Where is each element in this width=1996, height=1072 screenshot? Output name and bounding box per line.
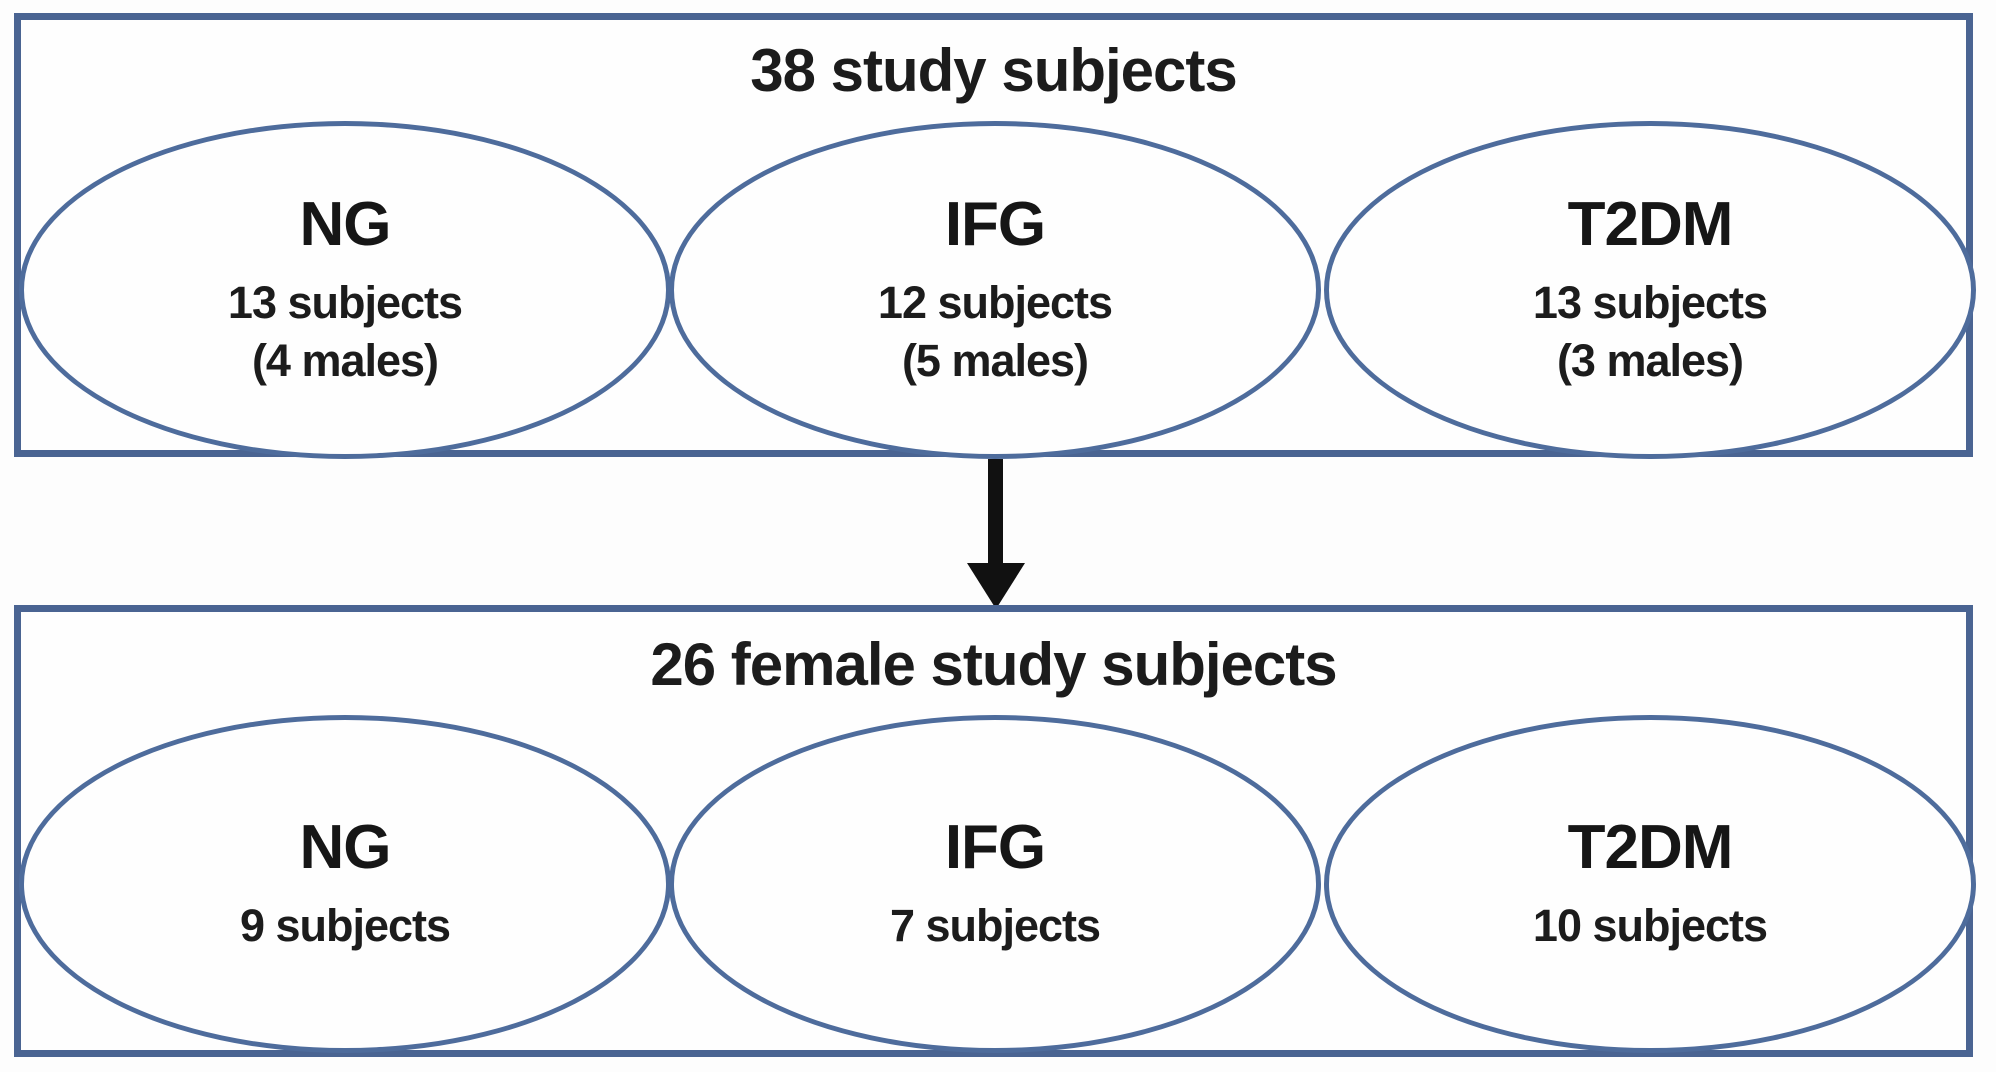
top-ng-ellipse: NG 13 subjects (4 males) (19, 121, 671, 459)
bottom-t2dm-label: T2DM (1567, 813, 1734, 882)
bottom-ng-count: 9 subjects (239, 900, 451, 951)
top-ng-label: NG (299, 190, 392, 259)
top-t2dm-males: (3 males) (1556, 335, 1744, 386)
top-t2dm-ellipse: T2DM 13 subjects (3 males) (1324, 121, 1976, 459)
bottom-ifg-ellipse: IFG 7 subjects (669, 715, 1321, 1053)
top-t2dm-count: 13 subjects (1532, 277, 1768, 328)
bottom-t2dm-count: 10 subjects (1532, 900, 1768, 951)
all-subjects-title: 38 study subjects (750, 37, 1238, 104)
top-ifg-count: 12 subjects (877, 277, 1113, 328)
female-subjects-title: 26 female study subjects (650, 631, 1337, 698)
bottom-ifg-label: IFG (944, 813, 1046, 882)
top-ifg-males: (5 males) (901, 335, 1089, 386)
down-arrow-head (967, 563, 1025, 609)
bottom-ng-ellipse: NG 9 subjects (19, 715, 671, 1053)
top-t2dm-label: T2DM (1567, 190, 1734, 259)
bottom-t2dm-ellipse: T2DM 10 subjects (1324, 715, 1976, 1053)
top-ng-males: (4 males) (251, 335, 439, 386)
bottom-ifg-count: 7 subjects (889, 900, 1101, 951)
down-arrow-shaft (988, 459, 1003, 565)
top-ifg-label: IFG (944, 190, 1046, 259)
top-ifg-ellipse: IFG 12 subjects (5 males) (669, 121, 1321, 459)
bottom-ng-label: NG (299, 813, 392, 882)
top-ng-count: 13 subjects (227, 277, 463, 328)
